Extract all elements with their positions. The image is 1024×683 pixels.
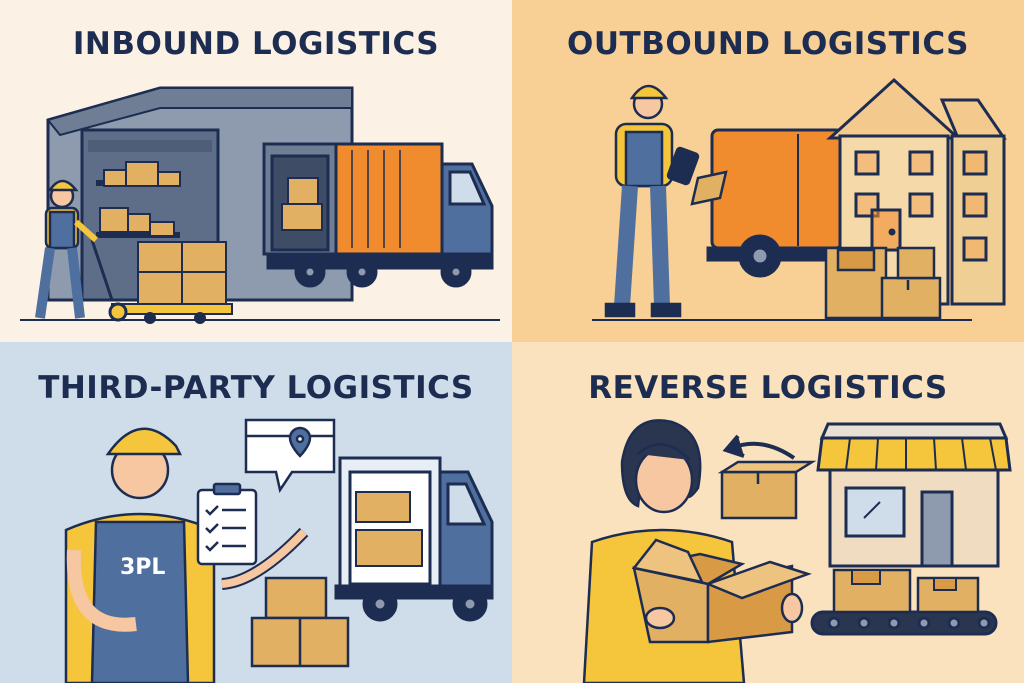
- shelf-boxes: [99, 161, 181, 237]
- pallet-stack: [111, 241, 233, 324]
- apron-label: 3PL: [120, 555, 165, 580]
- open-box: [631, 538, 812, 644]
- panel-title: OUTBOUND LOGISTICS: [567, 26, 969, 62]
- panel-title: INBOUND LOGISTICS: [72, 26, 440, 62]
- worker-figure: [64, 427, 216, 683]
- worker-figure: [35, 179, 99, 319]
- panel-title: THIRD-PARTY LOGISTICS: [38, 370, 474, 406]
- floor-boxes: [250, 576, 350, 668]
- reverse-illustration: [582, 419, 1012, 683]
- return-arrow-icon: [722, 434, 796, 460]
- conveyor-icon: [810, 568, 998, 636]
- outbound-illustration: [592, 77, 1007, 321]
- panel-reverse-logistics: REVERSE LOGISTICS: [512, 342, 1024, 683]
- panel-outbound-logistics: OUTBOUND LOGISTICS: [512, 0, 1024, 342]
- pallet-jack: [90, 239, 128, 322]
- panel-inbound-logistics: INBOUND LOGISTICS: [0, 0, 512, 342]
- panel-title: REVERSE LOGISTICS: [588, 370, 948, 406]
- panel-third-party-logistics: THIRD-PARTY LOGISTICS 3PL: [0, 342, 512, 683]
- clipboard-icon: [196, 482, 258, 566]
- return-box: [717, 460, 817, 520]
- truck-icon: [334, 456, 494, 622]
- storefront-icon: [816, 422, 1012, 568]
- truck-icon: [262, 142, 494, 288]
- worker-figure: [604, 84, 728, 318]
- third-party-illustration: 3PL: [64, 418, 494, 683]
- delivery-boxes: [824, 246, 942, 320]
- inbound-illustration: [20, 86, 500, 324]
- house-icon: [826, 77, 1007, 306]
- location-pin-icon: [244, 418, 336, 494]
